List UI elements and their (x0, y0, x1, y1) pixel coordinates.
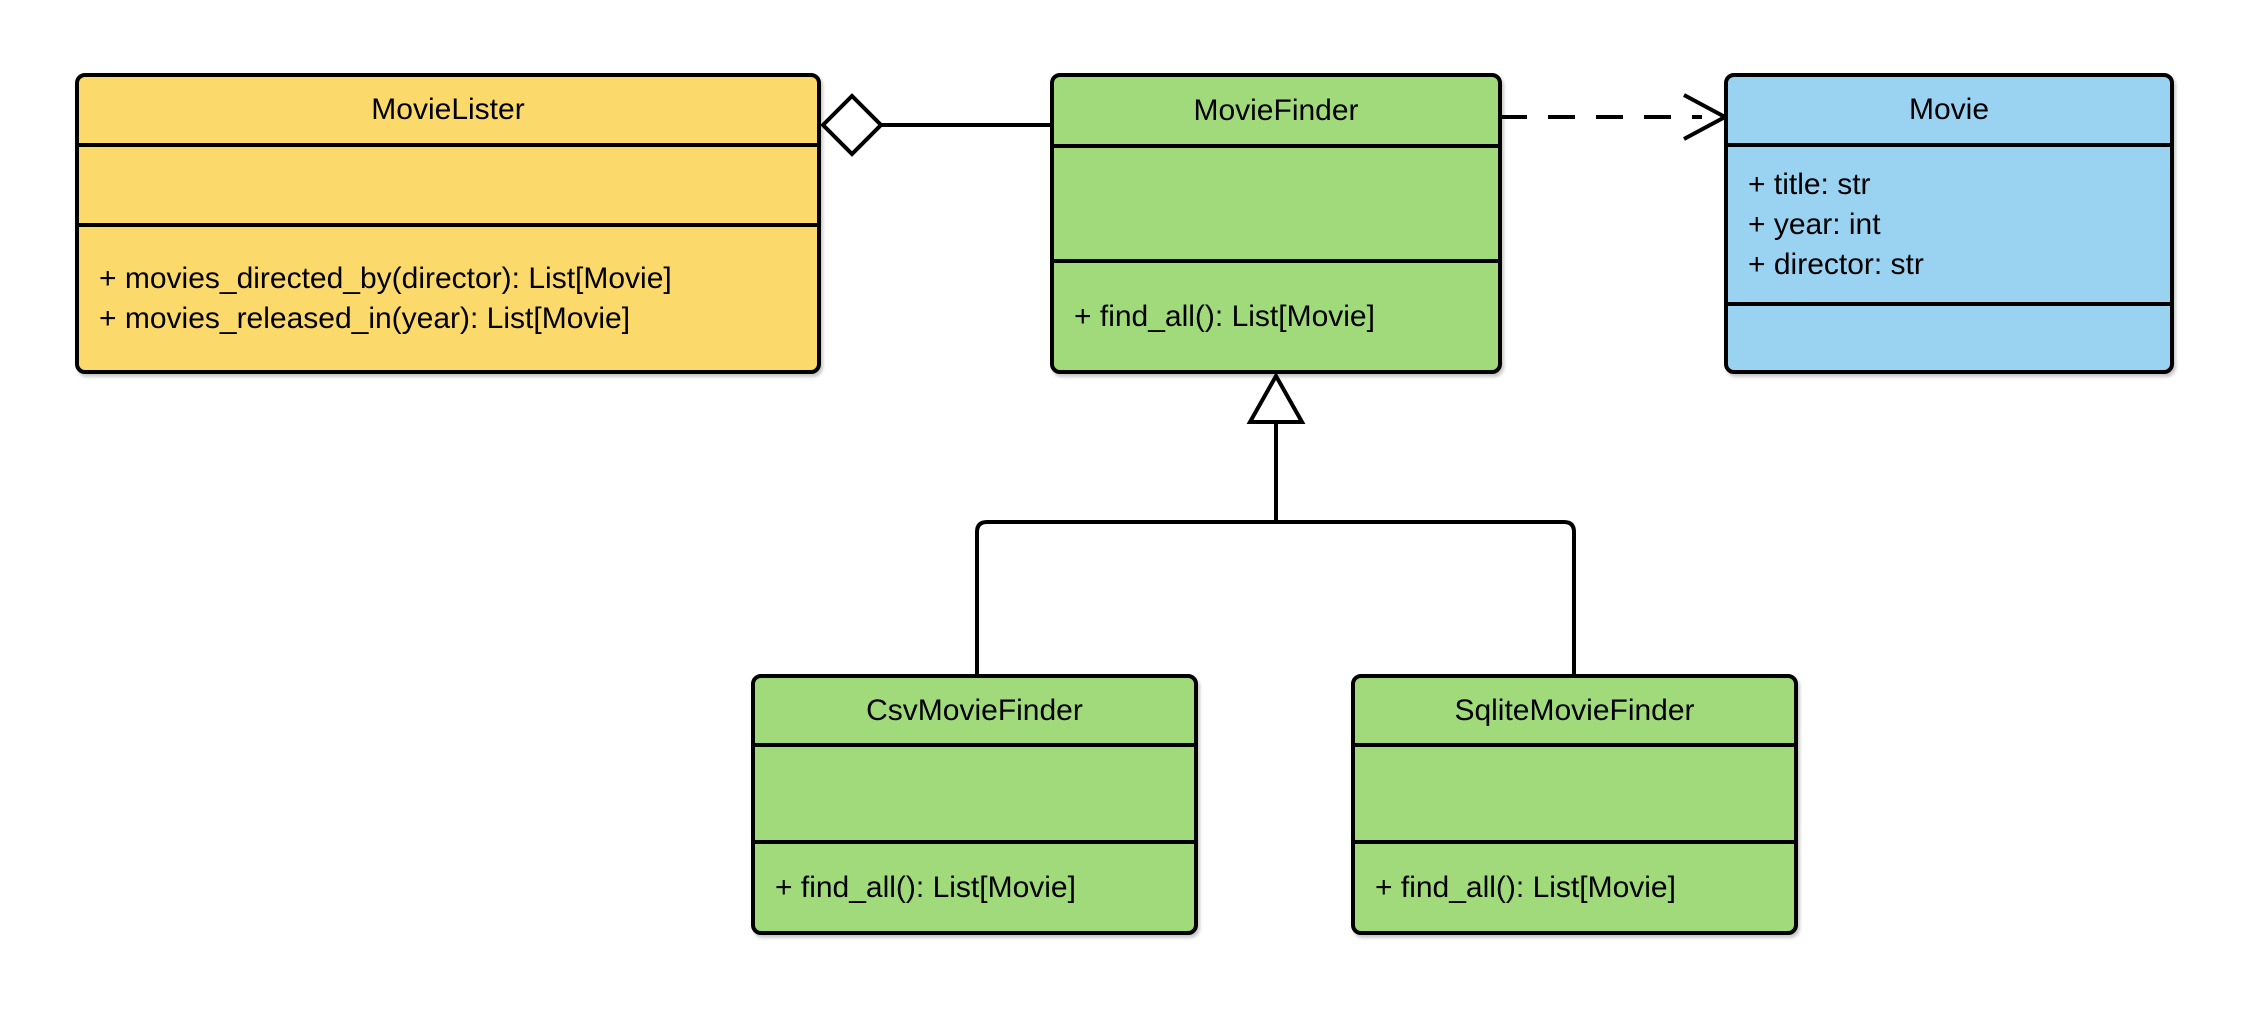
method: + find_all(): List[Movie] (775, 870, 1076, 904)
class-movie-methods (1728, 302, 2170, 370)
class-sqlitemoviefinder[interactable]: SqliteMovieFinder + find_all(): List[Mov… (1351, 674, 1798, 935)
inheritance-connector-children-moviefinder[interactable] (975, 371, 1576, 680)
attribute: + year: int (1748, 207, 1881, 241)
class-moviefinder[interactable]: MovieFinder + find_all(): List[Movie] (1050, 73, 1502, 374)
class-sqlitemoviefinder-title: SqliteMovieFinder (1454, 693, 1695, 727)
class-movie[interactable]: Movie + title: str + year: int + directo… (1724, 73, 2174, 374)
class-csvmoviefinder-title: CsvMovieFinder (866, 693, 1083, 727)
class-csvmoviefinder-methods: + find_all(): List[Movie] (755, 840, 1194, 931)
method: + find_all(): List[Movie] (1074, 299, 1375, 333)
inheritance-elbow-line (975, 520, 1576, 680)
class-sqlitemoviefinder-methods: + find_all(): List[Movie] (1355, 840, 1794, 931)
attribute: + director: str (1748, 247, 1924, 281)
class-moviefinder-attributes (1054, 144, 1498, 259)
attribute: + title: str (1748, 167, 1871, 201)
aggregation-connector-movielister-moviefinder[interactable] (820, 93, 1058, 157)
class-movie-title: Movie (1908, 93, 1990, 126)
aggregation-diamond-icon (820, 93, 884, 157)
class-movielister-title: MovieLister (371, 93, 525, 126)
dependency-connector-moviefinder-movie[interactable] (1500, 93, 1730, 141)
class-moviefinder-methods: + find_all(): List[Movie] (1054, 259, 1498, 370)
class-movielister[interactable]: MovieLister + movies_directed_by(directo… (75, 73, 821, 374)
dependency-open-arrow-icon (1683, 93, 1730, 141)
class-csvmoviefinder[interactable]: CsvMovieFinder + find_all(): List[Movie] (751, 674, 1198, 935)
method: + movies_released_in(year): List[Movie] (99, 301, 631, 335)
method: + movies_directed_by(director): List[Mov… (99, 261, 672, 295)
inheritance-triangle-icon (1246, 371, 1306, 424)
class-sqlitemoviefinder-attributes (1355, 743, 1794, 840)
class-csvmoviefinder-attributes (755, 743, 1194, 840)
class-moviefinder-title: MovieFinder (1193, 93, 1359, 127)
class-movie-attributes: + title: str + year: int + director: str (1728, 143, 2170, 302)
class-movielister-methods: + movies_directed_by(director): List[Mov… (79, 223, 817, 370)
class-movielister-attributes (79, 143, 817, 223)
method: + find_all(): List[Movie] (1375, 870, 1676, 904)
